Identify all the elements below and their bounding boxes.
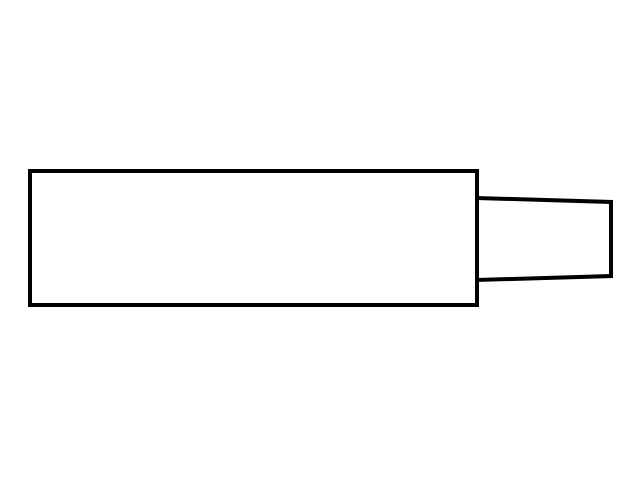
tip-trapezoid (475, 195, 613, 283)
body-rectangle (28, 169, 479, 307)
